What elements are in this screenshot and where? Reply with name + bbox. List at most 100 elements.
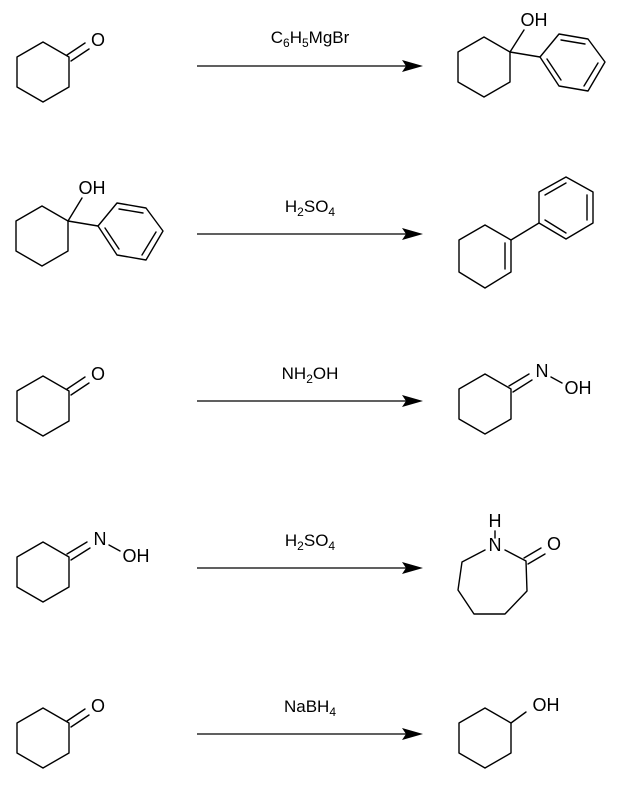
reagent-subscript: 5 xyxy=(302,36,309,50)
imine-bond-a xyxy=(508,373,530,387)
reagent-text: H2SO4 xyxy=(285,197,336,219)
phenyl-ring xyxy=(97,202,164,261)
reaction-arrow-4 xyxy=(197,562,423,574)
reagent-subscript: 4 xyxy=(329,705,336,719)
amide-nitrogen: N xyxy=(489,535,502,555)
arrowhead xyxy=(402,728,423,740)
cyclohexanone-reactant-1: O xyxy=(16,30,105,103)
imine-bond-b xyxy=(70,547,91,561)
arrowhead xyxy=(402,60,423,72)
phenylcyclohexanol-product-1: OH xyxy=(457,10,606,98)
reagent-symbol: H xyxy=(290,28,302,47)
reagent-symbol: H xyxy=(285,197,297,216)
oxime-nitrogen: N xyxy=(94,529,107,549)
carbonyl-oxygen: O xyxy=(91,30,105,50)
reaction-3: O NH2OH N OH xyxy=(16,361,592,437)
reagent-text: NH2OH xyxy=(282,364,339,386)
reaction-arrow-5 xyxy=(197,728,423,740)
c-oh-bond xyxy=(510,711,527,724)
carbonyl-bond-b xyxy=(527,553,546,565)
reagent-symbol: C xyxy=(271,28,283,47)
n-o-bond xyxy=(108,544,121,552)
reagent-symbol: NaBH xyxy=(284,697,329,716)
aromatic-double-bond xyxy=(583,62,599,87)
aromatic-double-bond xyxy=(118,208,144,214)
aromatic-double-bond xyxy=(141,231,157,256)
cyclohexane-ring xyxy=(457,36,511,98)
cyclohexane-ring xyxy=(15,205,69,267)
reagent-label-1: C6H5MgBr xyxy=(271,28,350,50)
c-phenyl-bond xyxy=(67,220,99,227)
cyclohexanone-oxime-product-3: N OH xyxy=(458,361,592,435)
reaction-1: O C6H5MgBr OH xyxy=(16,10,606,103)
reagent-subscript: 4 xyxy=(328,205,335,219)
reagent-symbol: NH xyxy=(282,364,307,383)
caprolactam-product-4: H N O xyxy=(457,511,561,615)
carbonyl-oxygen: O xyxy=(547,534,561,554)
reaction-arrow-2 xyxy=(197,228,423,240)
phenyl-ring xyxy=(538,176,594,240)
reagent-symbol: SO xyxy=(304,197,329,216)
cyclohexane-ring xyxy=(16,41,70,103)
reagent-label-5: NaBH4 xyxy=(284,697,336,719)
cyclohexene-ring xyxy=(458,224,512,289)
carbonyl-bond-b xyxy=(70,48,90,62)
reagent-text: H2SO4 xyxy=(285,531,336,553)
cyclohexane-ring xyxy=(16,375,70,437)
carbonyl-bond-a xyxy=(66,42,86,56)
c-phenyl-bond xyxy=(510,222,540,241)
reagent-label-2: H2SO4 xyxy=(285,197,336,219)
reagent-subscript: 2 xyxy=(306,372,313,386)
reagent-subscript: 2 xyxy=(297,539,304,553)
cyclohexane-ring xyxy=(16,541,70,603)
carbonyl-bond-b xyxy=(70,382,90,396)
reaction-5: O NaBH4 OH xyxy=(16,695,560,769)
carbonyl-bond-b xyxy=(70,714,90,728)
hydroxyl-group: OH xyxy=(533,695,560,715)
reagent-subscript: 4 xyxy=(328,539,335,553)
reagent-text: NaBH4 xyxy=(284,697,336,719)
cyclohexanol-product-5: OH xyxy=(458,695,560,769)
imine-bond-a xyxy=(66,541,88,555)
reagent-symbol: H xyxy=(285,531,297,550)
phenyl-ring xyxy=(539,33,606,92)
carbonyl-bond-a xyxy=(66,708,86,722)
hydroxyl-group: OH xyxy=(79,178,106,198)
reagent-label-4: H2SO4 xyxy=(285,531,336,553)
amide-hydrogen: H xyxy=(489,511,502,531)
cyclohexanone-oxime-reactant-4: N OH xyxy=(16,529,150,603)
reaction-arrow-3 xyxy=(197,395,423,407)
arrowhead xyxy=(402,395,423,407)
cyclohexanone-reactant-5: O xyxy=(16,696,105,769)
carbonyl-bond-a xyxy=(523,547,542,559)
reaction-4: N OH H2SO4 H N O xyxy=(16,511,561,615)
c-oh-bond xyxy=(509,29,525,53)
hydroxyl-group: OH xyxy=(123,546,150,566)
hydroxyl-group: OH xyxy=(521,10,548,30)
oxime-nitrogen: N xyxy=(536,361,549,381)
aromatic-double-bond xyxy=(544,219,567,234)
aromatic-double-bond xyxy=(546,58,562,81)
hydroxyl-group: OH xyxy=(565,378,592,398)
azepane-ring xyxy=(457,549,528,615)
reagent-subscript: 2 xyxy=(297,205,304,219)
carbonyl-bond-a xyxy=(66,376,86,390)
aromatic-double-bond xyxy=(104,227,120,250)
reagent-symbol: MgBr xyxy=(309,28,350,47)
reaction-arrow-1 xyxy=(197,60,423,72)
phenylcyclohexanol-reactant-2: OH xyxy=(15,178,164,267)
aromatic-double-bond xyxy=(544,182,567,196)
cyclohexanone-reactant-3: O xyxy=(16,364,105,437)
phenylcyclohexene-product-2 xyxy=(458,176,594,289)
reagent-text: C6H5MgBr xyxy=(271,28,350,50)
arrowhead xyxy=(402,562,423,574)
c-phenyl-bond xyxy=(509,51,541,58)
cyclohexane-ring xyxy=(16,707,70,769)
n-o-bond xyxy=(550,376,563,384)
reagent-label-3: NH2OH xyxy=(282,364,339,386)
reagent-symbol: SO xyxy=(304,531,329,550)
reagent-subscript: 6 xyxy=(283,36,290,50)
carbonyl-oxygen: O xyxy=(91,696,105,716)
reagent-symbol: OH xyxy=(313,364,339,383)
